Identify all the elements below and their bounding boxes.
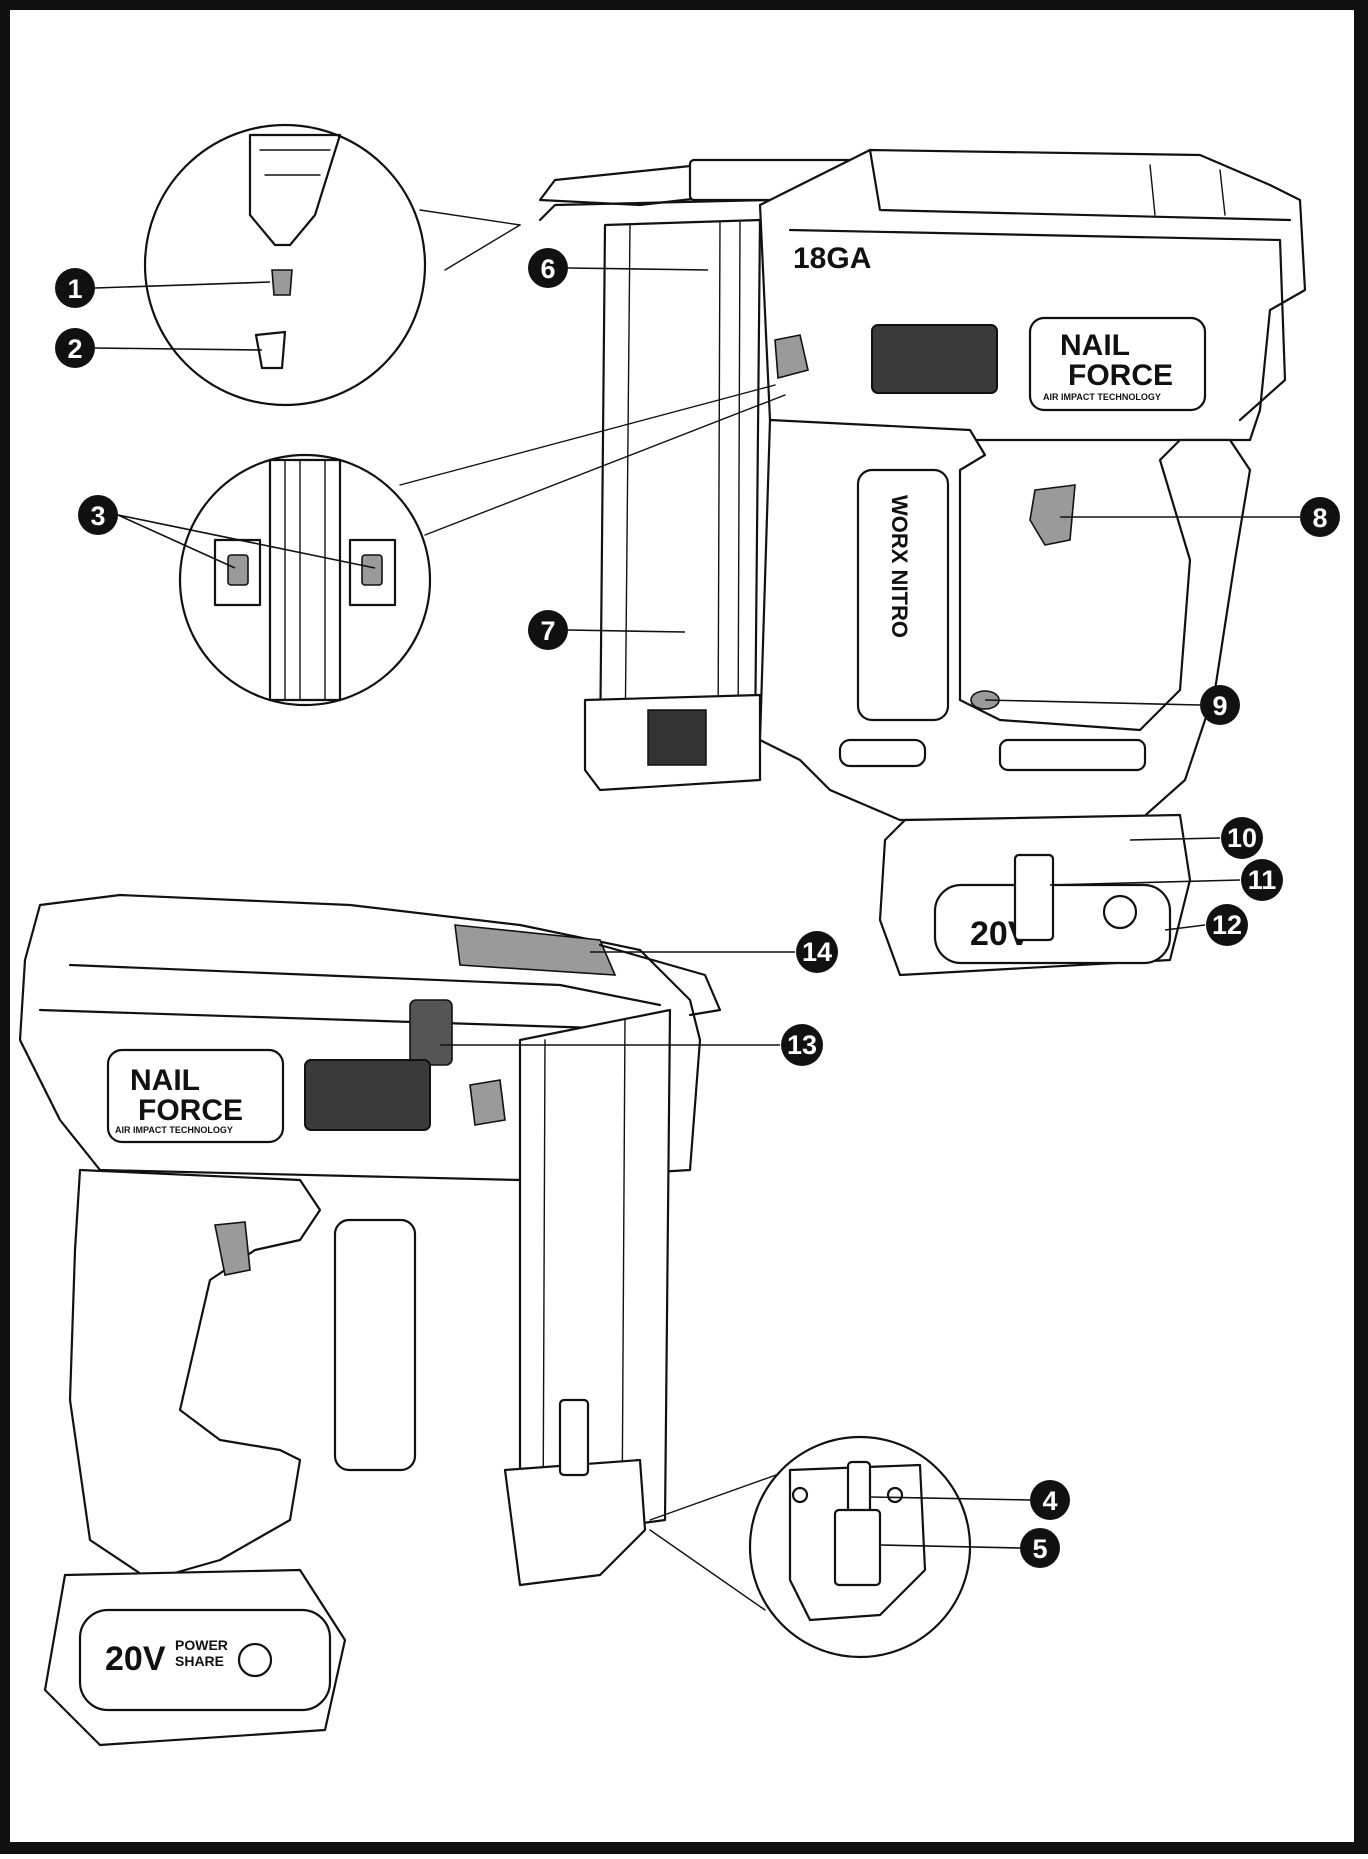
callout-leaders <box>94 267 1300 1549</box>
callout-11: 11 <box>1241 859 1283 901</box>
callout-5: 5 <box>1020 1528 1060 1568</box>
callout-7-label: 7 <box>540 616 555 646</box>
callout-7: 7 <box>528 610 568 650</box>
brand-line2-bottom: FORCE <box>138 1094 243 1127</box>
callout-4-label: 4 <box>1042 1486 1057 1516</box>
callout-1-label: 1 <box>67 274 82 304</box>
callout-1: 1 <box>55 268 95 308</box>
brand-line1-bottom: NAIL <box>130 1064 200 1097</box>
callout-8: 8 <box>1300 497 1340 537</box>
callout-markers: 1 2 3 4 5 6 7 8 9 10 11 12 13 14 <box>55 248 1340 1568</box>
callout-5-label: 5 <box>1032 1534 1047 1564</box>
callout-9-label: 9 <box>1212 691 1227 721</box>
detail-nomar-tip <box>649 1435 972 1659</box>
brand-line2-top: FORCE <box>1068 359 1173 392</box>
callout-2-label: 2 <box>67 334 82 364</box>
callout-13: 13 <box>781 1024 823 1066</box>
callout-14-label: 14 <box>802 937 832 967</box>
callout-12-label: 12 <box>1212 910 1242 940</box>
brand-tagline-top: AIR IMPACT TECHNOLOGY <box>1043 392 1161 402</box>
callout-10: 10 <box>1221 817 1263 859</box>
callout-13-label: 13 <box>787 1030 817 1060</box>
brand-tagline-bottom: AIR IMPACT TECHNOLOGY <box>115 1125 233 1135</box>
callout-8-label: 8 <box>1312 503 1327 533</box>
callout-9: 9 <box>1200 685 1240 725</box>
callout-6-label: 6 <box>540 254 555 284</box>
tool-top-view: NAIL FORCE AIR IMPACT TECHNOLOGY 18GA WO… <box>538 148 1307 977</box>
callout-12: 12 <box>1206 904 1248 946</box>
detail-nose-tip <box>143 123 521 407</box>
callout-2: 2 <box>55 328 95 368</box>
battery-line2-bottom: SHARE <box>175 1653 224 1669</box>
detail-latch <box>178 384 786 707</box>
gauge-label: 18GA <box>793 242 871 275</box>
callout-3: 3 <box>78 495 118 535</box>
callout-6: 6 <box>528 248 568 288</box>
callout-11-label: 11 <box>1248 865 1277 895</box>
callout-10-label: 10 <box>1227 823 1257 853</box>
grip-text-top: WORX NITRO <box>887 495 912 638</box>
brand-line1-top: NAIL <box>1060 329 1130 362</box>
callout-4: 4 <box>1030 1480 1070 1520</box>
tool-bottom-view: NAIL FORCE AIR IMPACT TECHNOLOGY 20V POW… <box>18 893 722 1747</box>
battery-line1-bottom: POWER <box>175 1637 228 1653</box>
battery-voltage-bottom: 20V <box>105 1640 166 1678</box>
callout-14: 14 <box>796 931 838 973</box>
callout-3-label: 3 <box>90 501 105 531</box>
